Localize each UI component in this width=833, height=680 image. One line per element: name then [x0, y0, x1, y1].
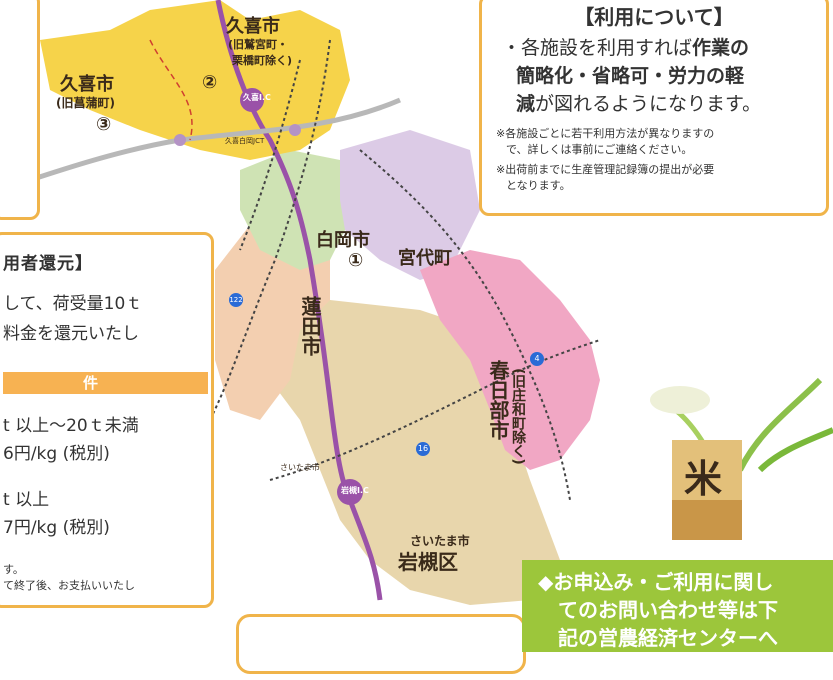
usage-note3: ※出荷前までに生産管理記録簿の提出が必要	[496, 163, 715, 176]
usage-line3-text: が図れるようになります。	[535, 93, 762, 115]
map-label-shiraoka: 白岡市	[316, 230, 370, 251]
rail-line-3	[359, 149, 571, 501]
ic-iwatsuki-marker	[337, 479, 363, 505]
route-122-marker: 122	[229, 293, 243, 307]
region-kasukabe	[420, 250, 600, 470]
refund-note2: て終了後、お支払いいたし	[3, 579, 135, 592]
map-label-kuki-west-num: ③	[96, 114, 112, 135]
map-label-miyashiro: 宮代町	[398, 248, 452, 269]
rice-illustration	[650, 377, 833, 540]
usage-note4: となります。	[506, 179, 571, 192]
map-label-kuki-east-sub2: 栗橋町除く)	[232, 54, 293, 67]
map-label-hasuda: 蓮田市	[298, 296, 322, 356]
jct-marker	[174, 134, 186, 146]
map-label-iwatsuki-city: さいたま市	[410, 534, 470, 548]
map-label-kuki-east-num: ②	[202, 72, 218, 93]
map-label-kasukabe-sub: (旧庄和町除く)	[510, 368, 526, 465]
tier2-range: t 以上	[3, 490, 50, 510]
usage-line3: 減が図れるようになります。	[516, 91, 761, 117]
region-kuki	[40, 0, 350, 160]
region-miyashiro	[340, 130, 480, 280]
usage-line1-bold: 作業の	[692, 37, 750, 59]
map-label-kuki-east: 久喜市	[226, 16, 280, 37]
refund-note1: す。	[3, 563, 24, 576]
rail-line-1	[209, 39, 331, 421]
map-label-kuki-west-sub: (旧菖蒲町)	[56, 96, 115, 110]
refund-body-line2: 料金を還元いたし	[3, 324, 139, 344]
map-label-kuki-west: 久喜市	[60, 74, 114, 95]
usage-title: 【利用について】	[574, 5, 734, 29]
usage-line1: ・各施設を利用すれば作業の	[502, 35, 749, 61]
condition-label: 件	[83, 374, 99, 392]
boundary-line	[149, 39, 193, 141]
top-left-info-box	[0, 0, 40, 220]
map-label-kasukabe: 春日部市	[486, 360, 510, 440]
route-16-marker: 16	[416, 442, 430, 456]
callout-line1: ◆お申込み・ご利用に関し	[538, 570, 774, 594]
area-map	[0, 0, 833, 605]
map-label-iwatsuki: 岩槻区	[398, 550, 458, 574]
map-label-kuki-east-sub1: (旧鷲宮町・	[228, 38, 289, 51]
usage-line3-bold: 減	[516, 93, 536, 115]
expressway-line	[215, 0, 383, 601]
tier1-rate: 6円/kg (税別)	[3, 444, 110, 464]
rail-line-2	[239, 59, 301, 251]
usage-note2: で、詳しくは事前にご連絡ください。	[506, 143, 693, 156]
jct-marker-2	[289, 124, 301, 136]
callout-line4: お問い合わせください。	[558, 654, 778, 678]
rice-character: 米	[684, 457, 723, 501]
callout-line2: てのお問い合わせ等は下	[558, 598, 778, 622]
refund-body-line1: して、荷受量10ｔ	[3, 294, 143, 314]
usage-note1: ※各施設ごとに若干利用方法が異なりますの	[496, 127, 715, 140]
map-label-ic-kuki: 久喜I.C	[243, 93, 271, 102]
map-label-shiraoka-num: ①	[348, 250, 364, 271]
tier1-range: t 以上～20ｔ未満	[3, 416, 139, 436]
bottom-info-box	[236, 614, 526, 674]
route-4-marker: 4	[530, 352, 544, 366]
refund-title: 用者還元】	[3, 254, 93, 274]
inquiry-callout: ◆お申込み・ご利用に関し てのお問い合わせ等は下 記の営農経済センターへ お問い…	[522, 560, 833, 678]
condition-header-bar: 件	[3, 372, 208, 394]
usage-box: 【利用について】 ・各施設を利用すれば作業の 簡略化・省略可・労力の軽 減が図れ…	[479, 0, 829, 216]
usage-line2: 簡略化・省略可・労力の軽	[516, 65, 745, 87]
usage-line1-text: ・各施設を利用すれば	[502, 37, 693, 59]
refund-box: 用者還元】 して、荷受量10ｔ 料金を還元いたし 件 t 以上～20ｔ未満 6円…	[0, 232, 214, 608]
map-label-ic-iwatsuki: 岩槻I.C	[341, 486, 369, 495]
callout-line3: 記の営農経済センターへ	[558, 626, 778, 650]
ic-kuki-marker	[240, 88, 264, 112]
map-label-saitama-small: さいたま市	[280, 463, 320, 472]
tier2-rate: 7円/kg (税別)	[3, 518, 110, 538]
map-label-jct: 久喜白岡JCT	[225, 137, 265, 145]
